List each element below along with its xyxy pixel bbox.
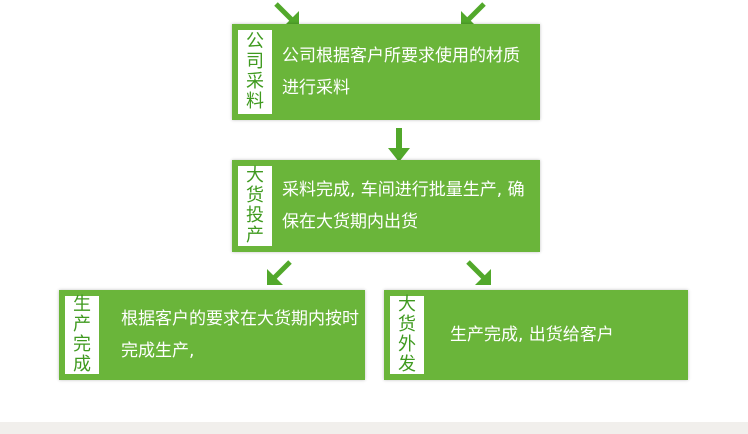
step-bulk-production: 大货投产 采料完成, 车间进行批量生产, 确保在大货期内出货 (232, 160, 540, 252)
step-description: 公司根据客户所要求使用的材质进行采料 (282, 46, 520, 98)
arrow-down-icon (388, 128, 410, 162)
arrow-down-left-icon (461, 2, 486, 27)
step-production-complete: 生产完成 根据客户的要求在大货期内按时完成生产, (59, 290, 365, 380)
step-tag: 公司采料 (238, 30, 272, 114)
step-description: 根据客户的要求在大货期内按时完成生产, (121, 309, 359, 361)
step-tag: 大货外发 (390, 295, 424, 375)
step-tag: 大货投产 (238, 166, 272, 246)
step-description: 采料完成, 车间进行批量生产, 确保在大货期内出货 (282, 180, 525, 232)
arrow-down-right-icon (274, 2, 299, 27)
step-description: 生产完成, 出货给客户 (450, 325, 614, 345)
step-company-purchase: 公司采料 公司根据客户所要求使用的材质进行采料 (232, 24, 540, 120)
step-tag: 生产完成 (65, 295, 99, 375)
arrow-down-right-icon (466, 260, 491, 285)
step-shipment: 大货外发 生产完成, 出货给客户 (384, 290, 688, 380)
footer-band (0, 422, 748, 434)
arrow-down-left-icon (267, 260, 292, 285)
